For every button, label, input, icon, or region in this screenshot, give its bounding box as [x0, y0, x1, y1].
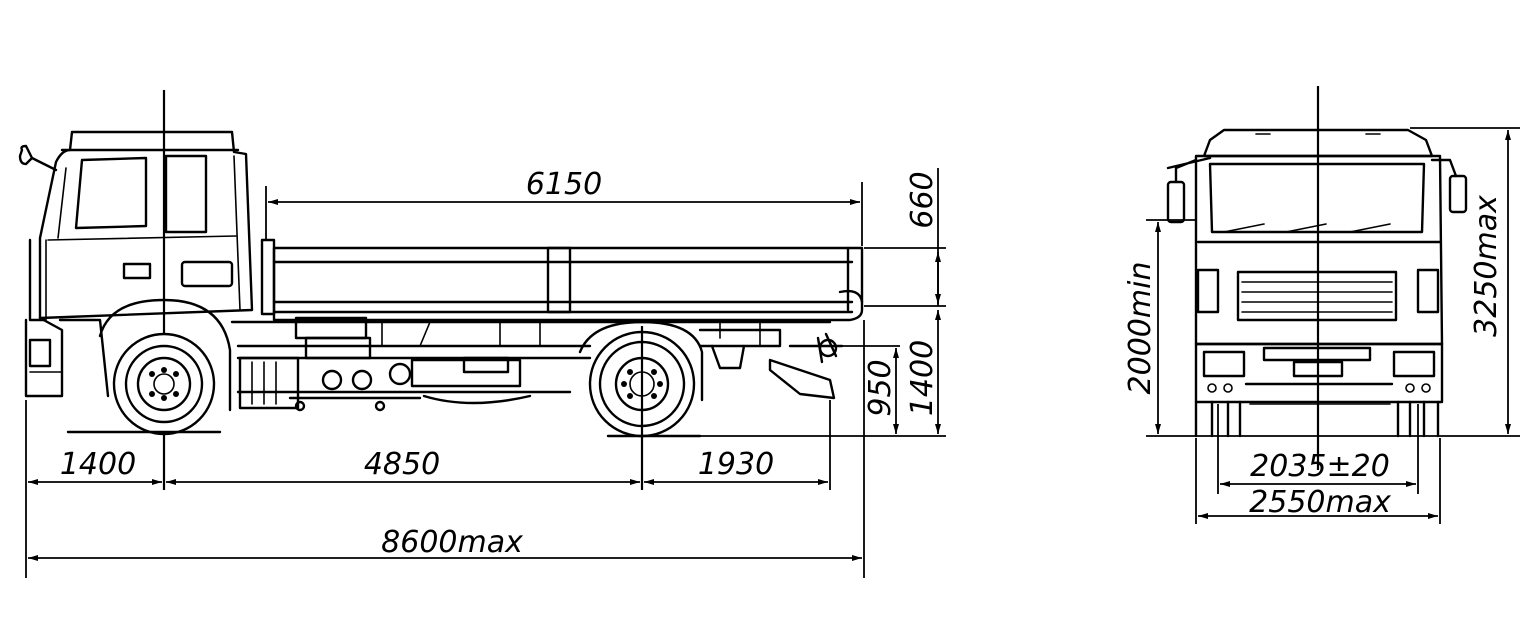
label-side-height: 660	[905, 171, 940, 228]
front-bumper-lights	[1194, 342, 1444, 404]
label-overall-height: 3250max	[1469, 195, 1504, 337]
dim-min-height: 2000min	[1123, 219, 1196, 434]
cargo-platform	[260, 238, 864, 322]
label-wheelbase: 4850	[364, 447, 440, 482]
dim-chain-axles: 1400 4850 1930	[25, 320, 865, 578]
dim-track: 2035±20	[1217, 404, 1419, 494]
front-wheel	[112, 332, 216, 436]
chassis-frame	[230, 316, 844, 412]
label-rear-overhang: 1930	[698, 447, 774, 482]
front-view: 3250max 2000min 2035±20 2550max	[1123, 86, 1520, 524]
label-overall-length: 8600max	[381, 525, 523, 560]
front-bumper	[24, 316, 110, 398]
dim-frame-height: 950	[834, 345, 900, 434]
dim-overall-height: 3250max	[1410, 127, 1520, 434]
dim-side-height: 660	[864, 168, 946, 307]
label-frame-height: 950	[863, 359, 898, 416]
dim-platform-height: 1400	[905, 310, 941, 434]
mirrors	[1166, 156, 1468, 224]
dim-overall-width: 2550max	[1195, 438, 1441, 524]
front-tyres	[1194, 400, 1440, 438]
mirror-icon	[18, 144, 58, 172]
label-min-height: 2000min	[1123, 262, 1158, 395]
label-platform-length: 6150	[526, 167, 602, 202]
label-overall-width: 2550max	[1249, 485, 1391, 520]
cab	[18, 130, 254, 322]
side-view: 6150 660 950 1400 140	[18, 90, 946, 578]
left-mirror-icon	[1166, 180, 1186, 224]
dim-platform-length: 6150	[265, 167, 863, 246]
label-platform-height: 1400	[905, 340, 940, 416]
label-track: 2035±20	[1250, 449, 1390, 484]
right-mirror-icon	[1448, 174, 1468, 214]
label-front-overhang: 1400	[60, 447, 136, 482]
dim-overall-length: 8600max	[28, 525, 862, 561]
